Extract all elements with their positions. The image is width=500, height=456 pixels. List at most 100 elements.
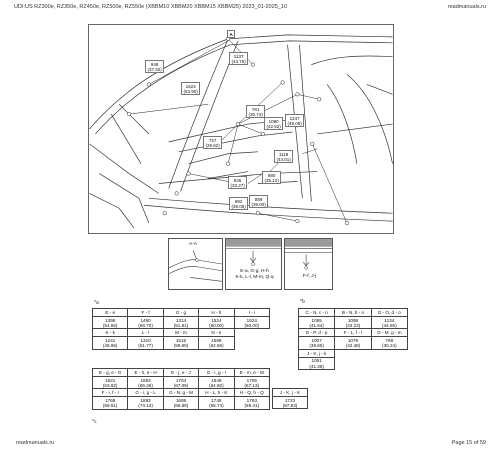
- callout-1623: 1623 (63.90): [181, 82, 201, 95]
- callout-781: 781 (30.74): [246, 105, 266, 118]
- detail-2-drawing: [285, 239, 332, 270]
- table-cell: 1621 (63.82): [91, 375, 129, 390]
- table-cell-empty: [335, 357, 371, 369]
- footer-site: readmanuals.ru: [16, 440, 55, 446]
- table-cell: 1683 (66.26): [127, 375, 164, 390]
- table-cell: 1705 (67.13): [233, 375, 271, 390]
- header-site: readmanuals.ru: [447, 4, 486, 10]
- table-cell: D - P, d - p: [297, 328, 336, 338]
- callout-889: 889 (35.00): [249, 195, 269, 208]
- table-row: 1051 (41.38): [297, 356, 408, 371]
- table-cell: H - h: [198, 308, 235, 317]
- table-cell: J - K, j - K: [272, 388, 308, 397]
- table-cell: 1723 (67.83): [272, 395, 308, 410]
- table-cell: 1051 (41.38): [297, 356, 336, 371]
- table-cell: 1883 (74.13): [127, 396, 164, 410]
- table-cell: 1395 (54.92): [91, 315, 129, 330]
- detail-2-label: F-f, J-j: [302, 274, 317, 279]
- dimension-table-2: C - N, c - n B - N, b - n D - O, d - o 1…: [297, 308, 409, 371]
- table-cell: 1241 (48.86): [91, 336, 129, 350]
- table-row: J - K, j - k: [297, 348, 408, 358]
- table-cell: 1079 (42.48): [334, 336, 372, 350]
- table-cell: 1098 (43.23): [334, 315, 372, 330]
- table-cell: G - g: [162, 308, 200, 317]
- table-cell: H - L, h - K: [198, 388, 235, 398]
- table-row: 1723 (67.83): [272, 395, 308, 410]
- table-cell: E - g, e - G: [91, 368, 129, 377]
- table-row: 1055 (41.54) 1098 (43.23) 1134 (44.65): [297, 315, 409, 330]
- table-cell: 1314 (51.81): [162, 315, 200, 330]
- table-row: K - k L - l M - m N - n: [91, 328, 270, 338]
- mark-b: *b: [300, 299, 305, 305]
- table-cell: 1310 (51.77): [127, 336, 164, 350]
- table-cell: F - L, f - l: [334, 328, 372, 338]
- table-cell: 1490 (58.70): [127, 315, 164, 330]
- table-cell: 1524 (60.00): [233, 315, 271, 330]
- table-cell: E - e: [91, 308, 129, 317]
- table-cell-empty: [234, 329, 269, 337]
- table-cell: L - l: [127, 328, 164, 338]
- table-cell-empty: [371, 349, 407, 357]
- manual-title: UDI:US RZ300e, RZ350e, RZ450e, RZ500e, R…: [14, 4, 288, 10]
- callout-880: 880 (35.12): [262, 171, 282, 184]
- table-cell: E - m, e - M: [233, 368, 271, 377]
- detail-view-aa: A-A: [168, 238, 223, 290]
- table-cell: 1649 (64.92): [198, 375, 235, 390]
- table-cell: G - i, g - I: [198, 368, 235, 377]
- table-cell: F - f: [127, 308, 164, 317]
- table-row: C - N, c - n B - N, b - n D - O, d - o: [297, 308, 409, 317]
- page-footer: readmanuals.ru Page 15 of 59: [16, 440, 486, 450]
- dimension-table-3-extra: J - K, j - K 1723 (67.83): [272, 388, 308, 410]
- callout-1247: 1247 (49.09): [285, 114, 305, 127]
- table-row: F - i, f - I G - i, g - L G - N, g - M H…: [91, 388, 271, 398]
- table-row: D - P, d - p F - L, f - l G - M, g - m: [297, 328, 409, 338]
- table-row: 1007 (39.65) 1079 (42.48) 768 (30.24): [297, 336, 409, 350]
- dimension-table-1: E - e F - f G - g H - h I - i 1395 (54.9…: [91, 308, 271, 350]
- table-cell: 1763 (69.41): [233, 396, 271, 410]
- table-cell: 1055 (41.54): [297, 315, 336, 330]
- table-row: 1621 (63.82) 1683 (66.26) 1704 (67.09) 1…: [91, 375, 271, 390]
- vehicle-body-drawing: [89, 34, 393, 229]
- table-cell: 768 (30.24): [370, 336, 409, 350]
- mark-a: *a: [94, 300, 99, 306]
- table-row: E - g, e - G E - h, e - H E - j, e - J G…: [91, 368, 271, 377]
- table-cell: J - K, j - k: [297, 348, 336, 358]
- dimension-table-3: E - g, e - G E - h, e - H E - j, e - J G…: [91, 368, 271, 410]
- callout-1118: 1118 (44.01): [274, 150, 294, 163]
- callout-1080: 1080 (42.52): [264, 117, 284, 130]
- table-row: 1395 (54.92) 1490 (58.70) 1314 (51.81) 1…: [91, 315, 271, 330]
- table-cell: B - N, b - n: [334, 308, 372, 317]
- page-header: UDI:US RZ300e, RZ350e, RZ450e, RZ500e, R…: [14, 4, 486, 14]
- table-cell: 1516 (59.69): [162, 336, 200, 350]
- table-cell: 1704 (67.09): [162, 375, 200, 390]
- table-cell: I - i: [233, 308, 271, 317]
- table-cell-empty: [234, 337, 269, 349]
- callout-727: 727 (28.62): [203, 136, 223, 149]
- table-cell: G - M, g - m: [370, 328, 409, 338]
- table-cell: G - N, g - M: [162, 388, 200, 398]
- table-row: J - K, j - K: [272, 388, 308, 397]
- detail-aa-drawing: [169, 250, 222, 282]
- table-cell: M - m: [162, 328, 200, 338]
- table-cell: E - h, e - H: [127, 368, 164, 377]
- table-cell: 1524 (60.00): [198, 315, 235, 330]
- table-cell: F - i, f - I: [91, 388, 129, 398]
- table-cell-empty: [371, 357, 407, 369]
- callout-948: 948 (37.32): [145, 60, 165, 73]
- callout-a: A: [227, 30, 236, 38]
- callout-845: 845 (33.27): [228, 176, 248, 189]
- table-cell: E - j, e - J: [162, 368, 200, 377]
- table-cell: 1134 (44.65): [370, 315, 409, 330]
- detail-view-2: F-f, J-j: [284, 238, 333, 290]
- detail-view-1: E-a, G-g, H-h K-k, L-l, M-m, Q-q: [225, 238, 282, 290]
- table-cell: G - i, g - L: [127, 388, 164, 398]
- table-cell: 1007 (39.65): [297, 336, 336, 350]
- table-cell: 1699 (66.89): [162, 396, 200, 410]
- detail-1-drawing: [226, 239, 281, 266]
- table-cell: D - O, d - o: [370, 308, 409, 317]
- callout-992: 992 (39.05): [229, 197, 249, 210]
- body-dimension-diagram: A 1137 (44.76) 948 (37.32) 1623 (63.90) …: [88, 24, 394, 234]
- table-cell: 1768 (69.61): [91, 396, 129, 410]
- table-cell: K - k: [91, 328, 129, 338]
- table-cell-empty: [335, 349, 371, 357]
